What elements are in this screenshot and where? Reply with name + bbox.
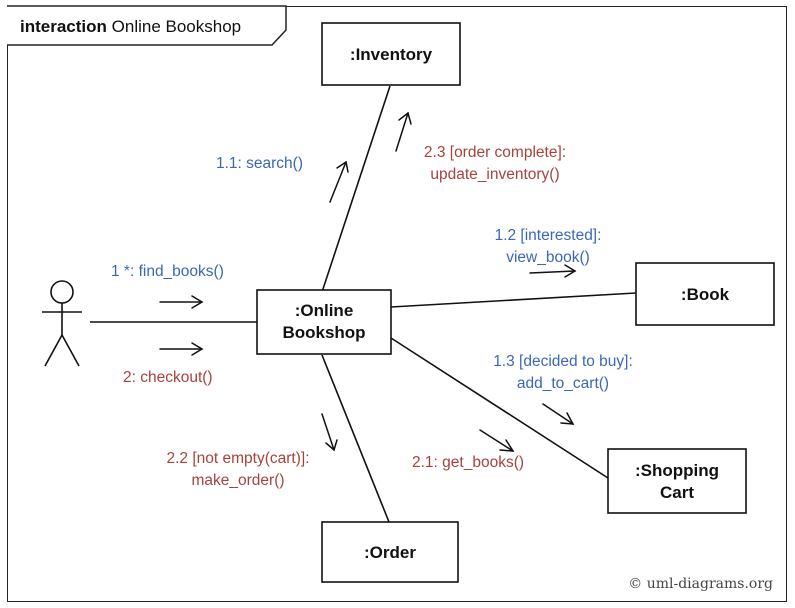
arrow-make-order: [321, 413, 338, 452]
msg-view-book: view_book(): [506, 249, 590, 266]
msg-view-book-guard: 1.2 [interested]:: [495, 227, 602, 244]
frame-title: interaction Online Bookshop: [20, 17, 241, 36]
arrow-find-books: [159, 295, 204, 309]
cart-box: [607, 448, 747, 514]
frame-keyword: interaction: [20, 17, 107, 36]
msg-make-order: make_order(): [191, 472, 284, 489]
frame-title-tab: [7, 5, 287, 46]
msg-find-books: 1 *: find_books(): [111, 263, 224, 280]
book-label: :Book: [681, 285, 730, 304]
link-bookshop-inventory: [321, 85, 391, 293]
arrow-search: [329, 160, 349, 203]
msg-add-to-cart: add_to_cart(): [517, 375, 609, 392]
arrow-view-book: [529, 264, 577, 278]
bookshop-label-line2: Bookshop: [282, 323, 365, 342]
msg-search: 1.1: search(): [216, 155, 303, 172]
inventory-label: :Inventory: [350, 45, 433, 64]
arrow-update-inventory: [395, 111, 412, 152]
bookshop-label-line1: :Online: [295, 301, 354, 320]
msg-make-order-guard: 2.2 [not empty(cart)]:: [167, 450, 310, 467]
arrow-checkout: [159, 342, 204, 356]
msg-get-books: 2.1: get_books(): [412, 454, 524, 471]
copyright-notice: © uml-diagrams.org: [628, 576, 773, 592]
inventory-box: [321, 22, 461, 86]
msg-update-inventory-guard: 2.3 [order complete]:: [424, 144, 566, 161]
cart-label-line2: Cart: [660, 483, 694, 502]
order-label: :Order: [364, 543, 416, 562]
arrow-get-books: [479, 429, 515, 452]
frame-name: Online Bookshop: [112, 17, 241, 36]
order-box: [321, 521, 459, 583]
msg-checkout: 2: checkout(): [123, 369, 213, 386]
book-box: [635, 262, 775, 326]
bookshop-box: [256, 289, 392, 355]
cart-label-line1: :Shopping: [635, 461, 719, 480]
arrow-add-to-cart: [542, 403, 575, 425]
link-bookshop-book: [390, 292, 637, 308]
actor-stick-figure: [42, 280, 82, 367]
link-bookshop-cart: [390, 337, 609, 479]
msg-update-inventory: update_inventory(): [430, 166, 559, 183]
msg-add-to-cart-guard: 1.3 [decided to buy]:: [493, 353, 633, 370]
link-bookshop-order: [321, 354, 390, 523]
